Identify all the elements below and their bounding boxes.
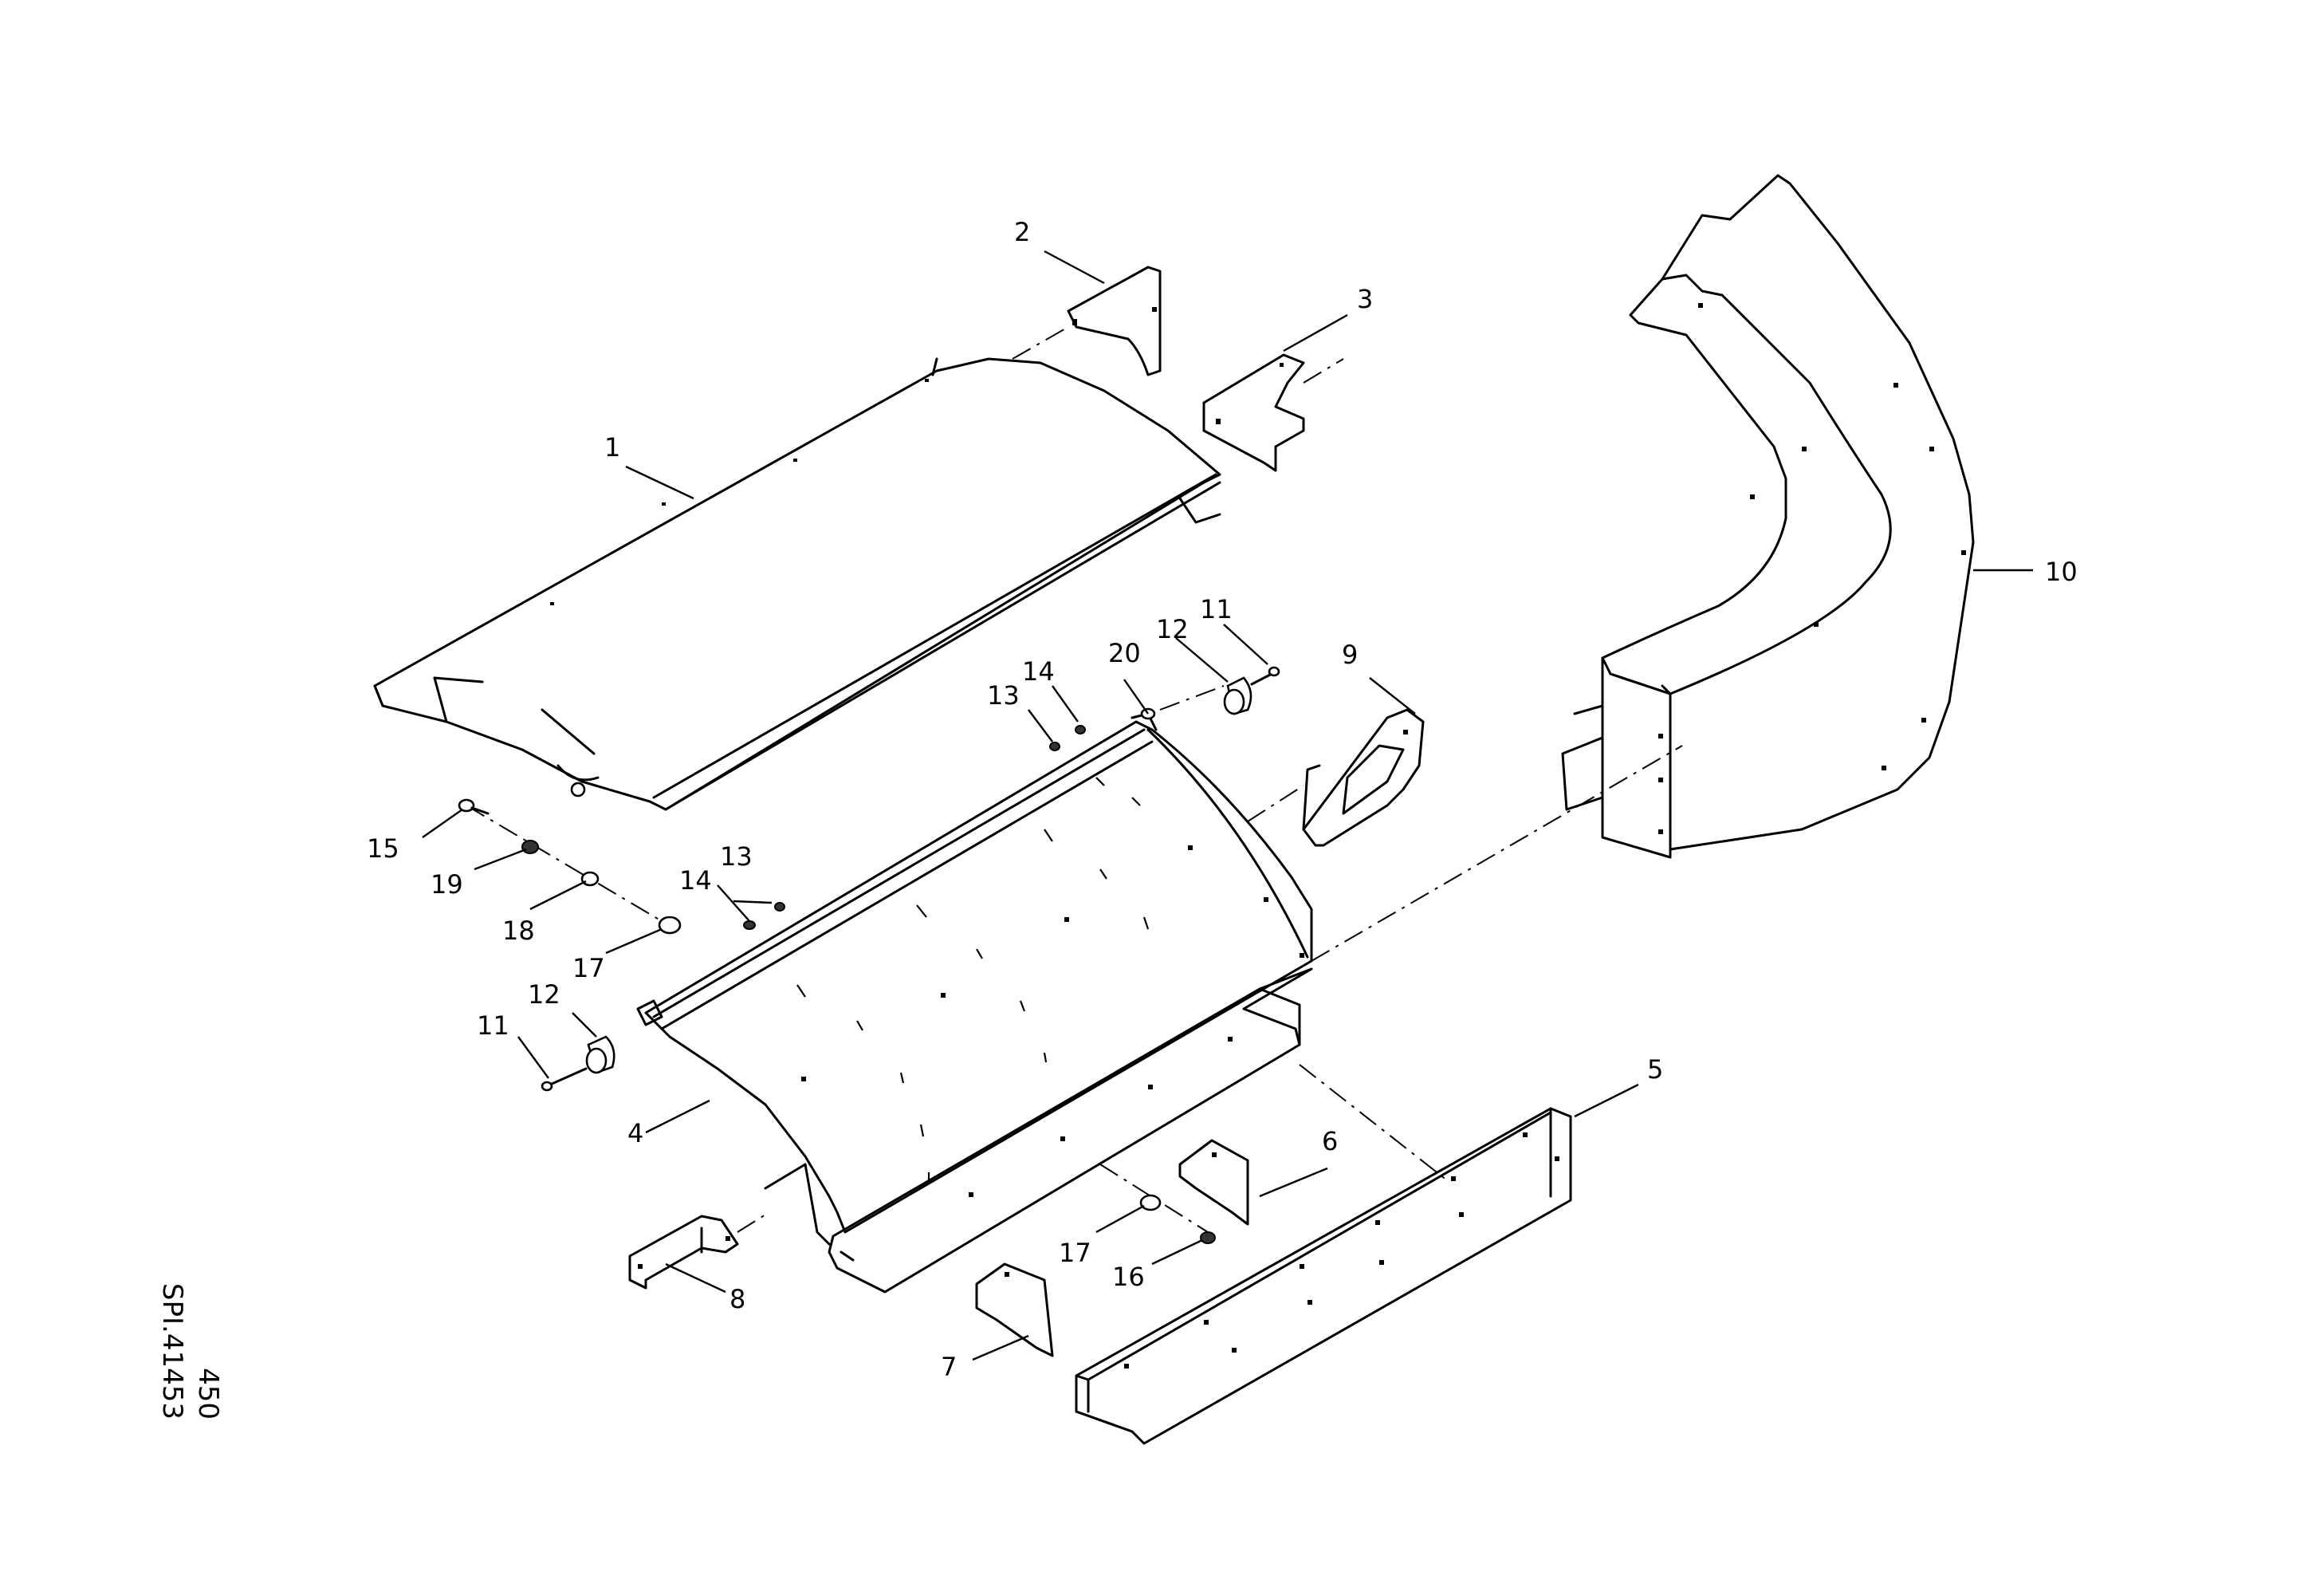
callout-19: 19 bbox=[431, 869, 463, 900]
hardware-right-cluster bbox=[1049, 666, 1280, 751]
part-small-plate-6 bbox=[1178, 1139, 1249, 1226]
part-top-cover bbox=[373, 357, 1221, 811]
part-small-plate-7 bbox=[975, 1262, 1054, 1357]
callout-14-left: 14 bbox=[679, 865, 712, 896]
drawing-number: SPI.41453 bbox=[156, 1283, 188, 1420]
callout-8: 8 bbox=[729, 1284, 745, 1314]
callout-12-right: 12 bbox=[1156, 614, 1189, 644]
callout-18: 18 bbox=[502, 916, 535, 946]
bolt-11-right bbox=[1250, 666, 1280, 686]
leader-lines bbox=[422, 250, 2033, 1361]
callout-15: 15 bbox=[367, 833, 399, 864]
callout-17-bottom: 17 bbox=[1059, 1238, 1091, 1268]
callout-13-right: 13 bbox=[987, 680, 1020, 711]
nut-13-left bbox=[774, 902, 785, 912]
hardware-bottom-cluster bbox=[1099, 1164, 1216, 1244]
spacer-12-right bbox=[1223, 676, 1252, 715]
part-foot-bracket bbox=[628, 1211, 770, 1290]
callout-6: 6 bbox=[1322, 1126, 1338, 1156]
callout-labels: 1 2 3 4 5 6 7 8 9 10 11 11 12 12 13 13 1… bbox=[367, 217, 2078, 1382]
callout-4: 4 bbox=[627, 1118, 643, 1148]
callout-11-left: 11 bbox=[477, 1010, 509, 1041]
callout-2: 2 bbox=[1014, 217, 1030, 247]
part-curved-duct bbox=[1311, 174, 1975, 962]
part-long-channel bbox=[1075, 1064, 1572, 1445]
callout-1: 1 bbox=[604, 432, 620, 463]
callout-10: 10 bbox=[2045, 557, 2078, 587]
callout-12-left: 12 bbox=[528, 979, 560, 1010]
callout-17-left: 17 bbox=[572, 953, 605, 983]
nut-13-right bbox=[1049, 742, 1060, 751]
part-curved-cover-dashes bbox=[796, 777, 1150, 1184]
washer-19 bbox=[521, 840, 539, 854]
callout-7: 7 bbox=[941, 1352, 957, 1382]
callout-11-right: 11 bbox=[1200, 594, 1233, 624]
callout-16: 16 bbox=[1112, 1262, 1145, 1292]
part-lower-plate bbox=[828, 967, 1313, 1294]
washer-17-bottom bbox=[1139, 1194, 1162, 1211]
part-angle-bracket bbox=[1202, 353, 1344, 472]
part-curved-cover bbox=[636, 712, 1313, 1246]
callout-13-left: 13 bbox=[720, 841, 753, 872]
nut-16 bbox=[1200, 1231, 1216, 1244]
nut-18 bbox=[580, 871, 600, 887]
callout-3: 3 bbox=[1357, 284, 1373, 314]
callout-9: 9 bbox=[1342, 640, 1358, 670]
bolt-15 bbox=[458, 798, 490, 815]
callout-5: 5 bbox=[1647, 1054, 1663, 1085]
callout-14-right: 14 bbox=[1022, 656, 1055, 687]
washer-17 bbox=[658, 916, 682, 935]
part-plate-bracket bbox=[1012, 266, 1162, 376]
callout-20: 20 bbox=[1108, 638, 1141, 668]
spacer-12-left bbox=[585, 1035, 615, 1074]
nut-14-left bbox=[743, 920, 756, 930]
part-side-bracket bbox=[1247, 708, 1425, 847]
nut-14-right bbox=[1075, 725, 1086, 734]
page-code: 450 bbox=[192, 1368, 224, 1420]
drawing-reference: SPI.41453 450 bbox=[156, 1283, 224, 1420]
bolt-11-left bbox=[541, 1067, 588, 1092]
